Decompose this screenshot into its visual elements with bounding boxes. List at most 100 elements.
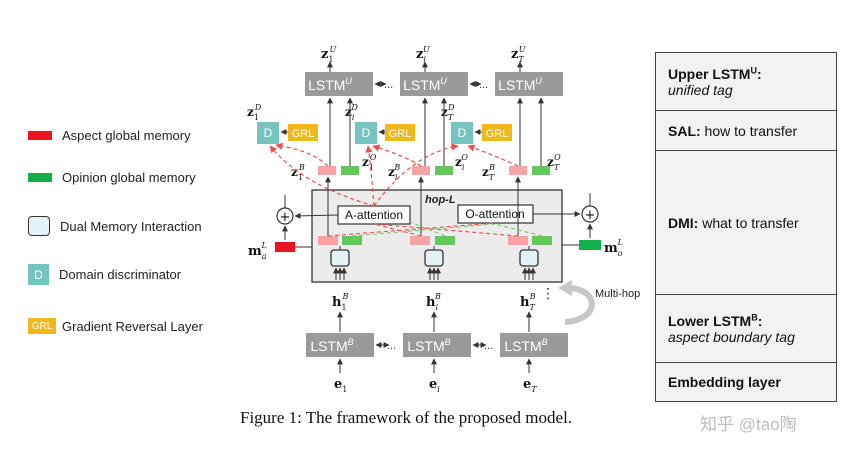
panel-sal-text: SAL: how to transfer: [668, 122, 798, 139]
m-o-label: moL: [604, 238, 623, 258]
legend-grl: GRL Gradient Reversal Layer: [28, 318, 203, 334]
plus-right: +: [581, 205, 599, 223]
svg-text:LSTMB: LSTMB: [310, 337, 353, 354]
multi-hop-arrow: [558, 280, 595, 325]
e-t: eT: [523, 377, 537, 394]
inner-b-block-t: [508, 236, 528, 245]
upper-ellipsis-1: ...: [384, 79, 393, 91]
discriminator-swatch: D: [28, 264, 49, 285]
z-o-block-1: [341, 166, 359, 175]
legend-dmi-label: Dual Memory Interaction: [60, 218, 202, 234]
panel-lower-title: Lower LSTMB:: [668, 312, 763, 329]
z-u-t: zTU: [511, 45, 526, 64]
lower-lstm-1: LSTMB: [306, 333, 374, 357]
h-b-i: hiB: [426, 292, 441, 312]
svg-text:+: +: [585, 208, 596, 223]
panel-upper-sub: unified tag: [668, 81, 733, 98]
svg-text:D: D: [264, 126, 273, 140]
z-b-1: z1B: [291, 163, 305, 182]
panel-sal: SAL: how to transfer: [656, 111, 836, 151]
grl-1: GRL: [288, 124, 318, 141]
discriminator-i: D: [355, 122, 377, 144]
svg-text:D: D: [458, 126, 467, 140]
svg-text:LSTMU: LSTMU: [403, 76, 447, 93]
z-b-block-1: [318, 166, 336, 175]
dmi-i: [424, 249, 444, 267]
svg-text:LSTMB: LSTMB: [504, 337, 547, 354]
inner-b-block-i: [410, 236, 430, 245]
panel-dmi-text: DMI: what to transfer: [668, 214, 799, 231]
z-o-block-i: [435, 166, 453, 175]
dmi-t: [519, 249, 539, 267]
inner-b-block-1: [318, 236, 338, 245]
o-attention-box: O-attention: [457, 204, 534, 224]
z-d-t: zTD: [441, 103, 455, 122]
svg-text:GRL: GRL: [292, 128, 315, 140]
plus-left: +: [276, 207, 294, 225]
multi-hop-label: Multi-hop: [595, 288, 640, 300]
svg-text:GRL: GRL: [389, 128, 412, 140]
opinion-memory-swatch: [28, 173, 52, 182]
z-u-i: ziU: [416, 45, 430, 64]
panel-lower-lstm: Lower LSTMB: aspect boundary tag: [656, 295, 836, 363]
dmi-1: [330, 249, 350, 267]
discriminator-t: D: [451, 122, 473, 144]
svg-text:A-attention: A-attention: [345, 208, 403, 222]
inner-o-block-1: [342, 236, 362, 245]
svg-text:GRL: GRL: [486, 128, 509, 140]
m-a-label: maL: [248, 241, 267, 261]
legend-grl-label: Gradient Reversal Layer: [62, 318, 203, 334]
legend-opinion-label: Opinion global memory: [62, 170, 196, 185]
svg-text:LSTMU: LSTMU: [308, 76, 352, 93]
vdots: ⋮: [541, 286, 555, 302]
panel-embedding-text: Embedding layer: [668, 374, 781, 390]
z-b-t: zTB: [482, 163, 495, 182]
legend-dmi: Dual Memory Interaction: [28, 216, 202, 236]
svg-text:LSTMB: LSTMB: [407, 337, 450, 354]
z-o-i: ziO: [455, 153, 468, 172]
h-b-t: hTB: [520, 292, 536, 312]
z-o-t: zTO: [547, 153, 561, 172]
z-o-1: z1O: [362, 153, 377, 172]
panel-lower-sub: aspect boundary tag: [668, 328, 795, 345]
layer-panel: Upper LSTMU: unified tag SAL: how to tra…: [655, 52, 837, 402]
lower-lstm-i: LSTMB: [403, 333, 471, 357]
svg-text:O-attention: O-attention: [465, 207, 524, 221]
inner-o-block-i: [435, 236, 455, 245]
z-d-i: ziD: [345, 103, 358, 122]
z-u-1: z1U: [321, 45, 336, 64]
svg-text:+: +: [280, 210, 291, 225]
z-b-block-t: [509, 166, 527, 175]
upper-lstm-1: LSTMU: [305, 72, 373, 96]
a-attention-box: A-attention: [337, 205, 411, 225]
panel-upper-title: Upper LSTMU:: [668, 65, 762, 82]
h-b-1: h1B: [332, 292, 349, 312]
e-1: e1: [334, 377, 347, 394]
z-d-1: z1D: [247, 103, 262, 122]
aspect-memory-swatch: [28, 131, 52, 140]
panel-dmi: DMI: what to transfer: [656, 151, 836, 295]
z-b-i: ziB: [388, 163, 400, 182]
z-o-block-t: [532, 166, 550, 175]
legend-opinion-memory: Opinion global memory: [28, 170, 196, 185]
grl-t: GRL: [482, 124, 512, 141]
legend-domain-discriminator: D Domain discriminator: [28, 264, 181, 285]
figure-caption: Figure 1: The framework of the proposed …: [240, 408, 573, 427]
lower-lstm-t: LSTMB: [500, 333, 568, 357]
grl-swatch: GRL: [28, 318, 56, 334]
panel-upper-lstm: Upper LSTMU: unified tag: [656, 53, 836, 111]
watermark: 知乎 @tao陶: [700, 415, 797, 434]
legend-aspect-memory: Aspect global memory: [28, 128, 191, 143]
lower-ellipsis-1: ...: [387, 340, 396, 352]
svg-text:LSTMU: LSTMU: [498, 76, 542, 93]
panel-embedding: Embedding layer: [656, 363, 836, 401]
dmi-swatch: [28, 216, 50, 236]
grl-i: GRL: [385, 124, 415, 141]
upper-ellipsis-2: ...: [479, 79, 488, 91]
svg-text:D: D: [362, 126, 371, 140]
aspect-global-memory: [275, 242, 295, 252]
discriminator-1: D: [257, 122, 279, 144]
upper-lstm-t: LSTMU: [495, 72, 563, 96]
upper-lstm-i: LSTMU: [400, 72, 468, 96]
